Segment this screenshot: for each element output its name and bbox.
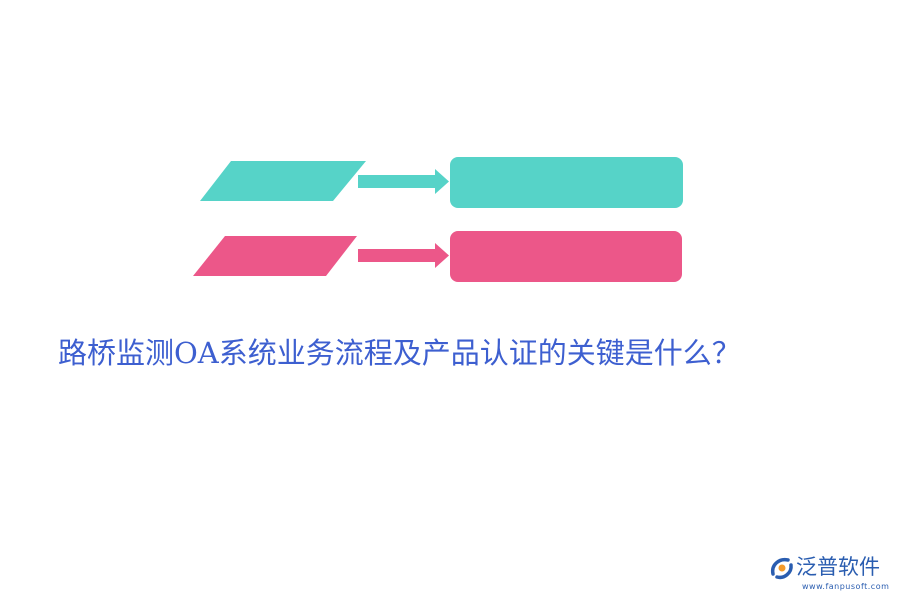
- fanpu-logo-icon: [770, 557, 793, 580]
- page-title: 路桥监测OA系统业务流程及产品认证的关键是什么？: [58, 336, 741, 370]
- pink-arrow-icon: [358, 243, 449, 268]
- fanpu-logo: 泛普软件 www.fanpusoft.com: [768, 553, 894, 597]
- teal-arrow-icon: [358, 169, 449, 194]
- pink-parallelogram: [193, 236, 357, 276]
- logo-url: www.fanpusoft.com: [802, 582, 890, 591]
- teal-rounded-box: [450, 157, 683, 208]
- teal-parallelogram: [200, 161, 366, 201]
- flow-diagram: [193, 157, 683, 282]
- pink-rounded-box: [450, 231, 682, 282]
- logo-name: 泛普软件: [796, 555, 880, 579]
